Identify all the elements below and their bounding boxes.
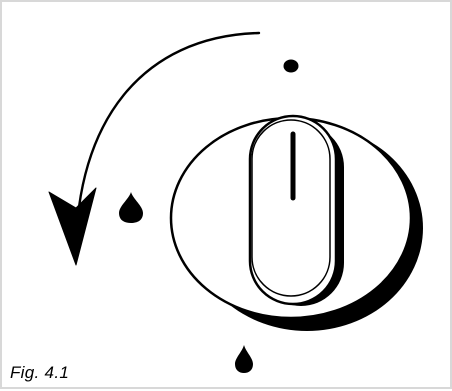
large-flame-icon <box>235 345 253 373</box>
small-flame-icon <box>119 192 143 223</box>
control-knob-icon <box>171 116 423 331</box>
dot-icon <box>284 60 299 73</box>
figure-caption: Fig. 4.1 <box>10 363 69 383</box>
